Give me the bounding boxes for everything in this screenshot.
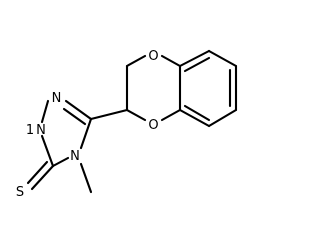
nitrogen-methyl-label: N bbox=[70, 149, 80, 164]
bond-c-o-top-aryl bbox=[160, 54, 182, 68]
dioxane-ring bbox=[125, 54, 182, 122]
bond-benzene-5 bbox=[178, 108, 211, 128]
bond-c-n-top-double bbox=[62, 107, 87, 126]
nitrogen-top-label: N bbox=[52, 91, 62, 106]
bond-benzene-1 bbox=[178, 49, 211, 68]
benzene-ring bbox=[178, 49, 238, 128]
bond-ch-to-triazole bbox=[89, 108, 129, 121]
bond-o-top-ch2 bbox=[125, 54, 147, 68]
bond-n-methyl bbox=[79, 162, 93, 194]
bond-cs-nmethyl bbox=[51, 156, 70, 168]
bond-c-n-top bbox=[64, 99, 93, 121]
bond-c-s-2 bbox=[26, 160, 49, 185]
bond-benzene-2 bbox=[207, 49, 238, 68]
nh-locant-label: 1 bbox=[26, 123, 34, 138]
bond-nmethyl-c bbox=[79, 117, 93, 150]
oxygen-bottom-label: O bbox=[148, 118, 158, 133]
bond-benzene-double-1 bbox=[183, 56, 211, 73]
nitrogen-h-label: N bbox=[36, 123, 46, 138]
bond-benzene-double-3 bbox=[183, 104, 211, 122]
bond-c-s-1 bbox=[30, 164, 55, 191]
molecule-structure: O O N 1 N N S bbox=[16, 49, 238, 200]
bond-nh-cs bbox=[40, 134, 55, 168]
bond-n-n bbox=[40, 99, 50, 124]
bond-benzene-4 bbox=[207, 108, 238, 128]
triazole-ring bbox=[40, 99, 93, 168]
bond-o-bottom-aryl bbox=[160, 108, 182, 122]
oxygen-top-label: O bbox=[148, 49, 158, 64]
bond-ch-o-bottom bbox=[125, 108, 147, 122]
sulfur-label: S bbox=[16, 185, 24, 200]
